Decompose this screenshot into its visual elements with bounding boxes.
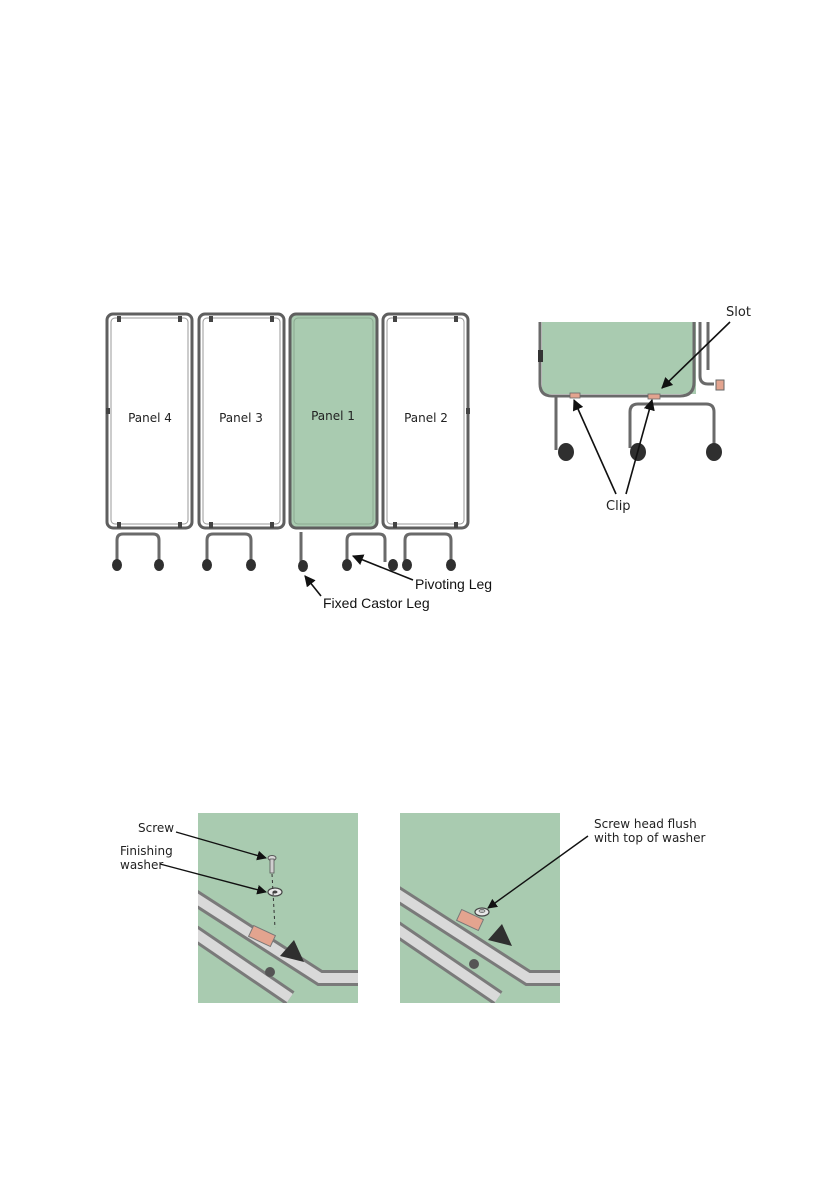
- flush-screw-washer: [475, 908, 489, 916]
- panel-label: Panel 1: [311, 409, 355, 423]
- slot-label: Slot: [726, 305, 751, 320]
- finishing-washer-label-1: Finishing: [120, 844, 173, 858]
- flush-label-2: with top of washer: [594, 831, 706, 845]
- panel-label: Panel 3: [219, 411, 263, 425]
- panel-4: Panel 4: [106, 314, 192, 528]
- clip-label: Clip: [606, 499, 631, 514]
- finishing-washer-label-2: washer: [120, 858, 163, 872]
- panel-label: Panel 2: [404, 411, 448, 425]
- castor-wheels: [112, 559, 456, 572]
- pivoting-leg-label: Pivoting Leg: [415, 576, 492, 592]
- panel-3: Panel 3: [199, 314, 284, 528]
- legs: [117, 532, 451, 562]
- figure-screw-flush-detail: Screw head flush with top of washer: [398, 808, 728, 1008]
- clip-arrow-left: [574, 400, 616, 494]
- figure-panels-overview: Panel 4 Panel 3 Panel 1 Panel: [95, 300, 515, 620]
- finishing-washer: [268, 888, 282, 896]
- panel-2: Panel 2: [383, 314, 470, 528]
- panel-1: Panel 1: [290, 314, 377, 528]
- fixed-castor-leg-label: Fixed Castor Leg: [323, 595, 430, 611]
- figure-clip-slot-detail: Slot Clip: [530, 300, 780, 520]
- figure-screw-washer-assembly: Screw Finishing washer: [120, 808, 370, 1008]
- panel-detail: [542, 322, 696, 394]
- flush-label-1: Screw head flush: [594, 817, 697, 831]
- panel-label: Panel 4: [128, 411, 172, 425]
- screw-label: Screw: [138, 821, 174, 835]
- fixed-castor-leg-arrow: [305, 576, 321, 596]
